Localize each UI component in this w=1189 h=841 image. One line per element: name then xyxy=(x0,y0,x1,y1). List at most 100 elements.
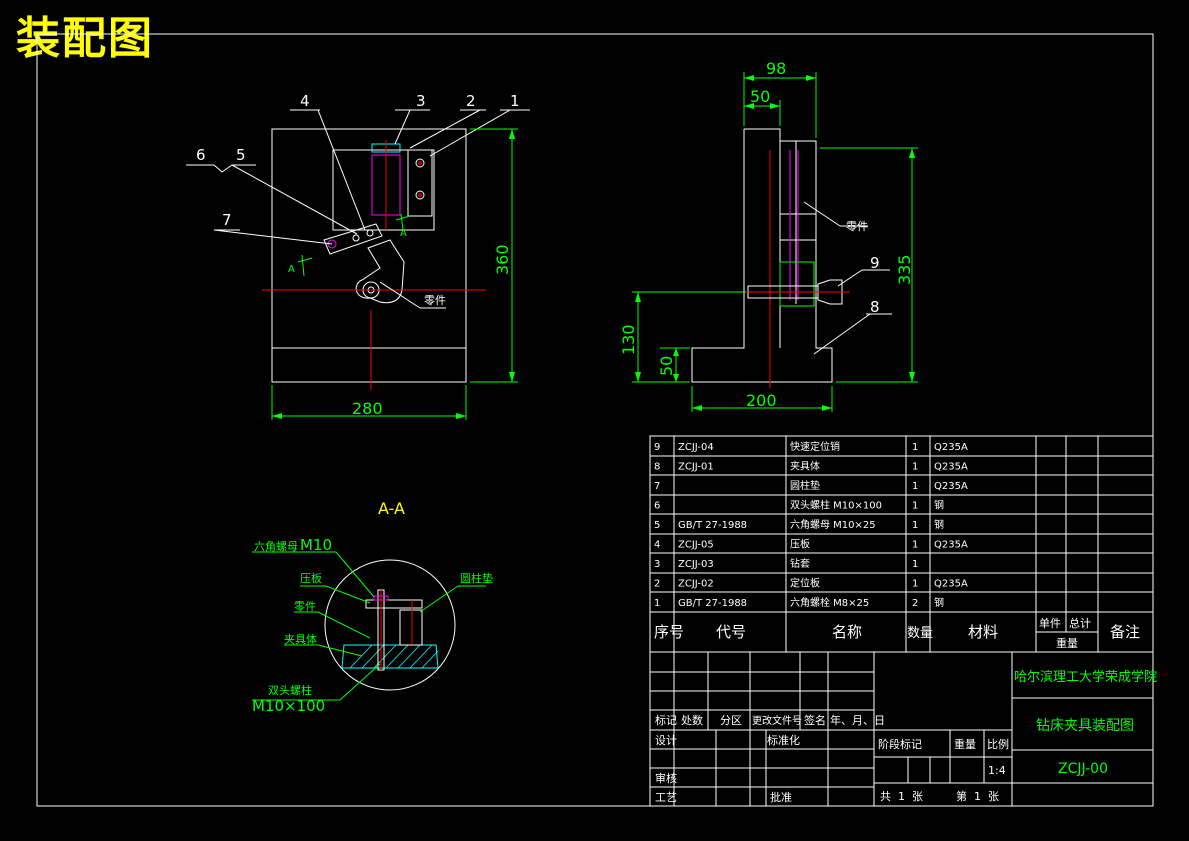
callout-5: 5 xyxy=(236,146,246,164)
bom-cell-qty: 1 xyxy=(912,520,918,531)
pressure-plate-section xyxy=(365,599,423,609)
label-m10: M10 xyxy=(300,536,332,554)
bom-cell-name: 定位板 xyxy=(790,577,820,590)
bom-cell-name: 六角螺母 M10×25 xyxy=(790,519,876,531)
bom-header-code: 代号 xyxy=(716,623,746,641)
tb-drawing-no: ZCJJ-00 xyxy=(1058,761,1108,777)
tb-process: 工艺 xyxy=(655,791,677,804)
dim-130: 130 xyxy=(619,324,638,355)
bom-cell-name: 六角螺栓 M8×25 xyxy=(790,596,869,609)
label-part-front: 零件 xyxy=(424,294,446,307)
dim-50-top: 50 xyxy=(750,87,770,106)
bom-cell-no: 8 xyxy=(654,462,660,473)
callout-3: 3 xyxy=(416,92,426,110)
front-view xyxy=(186,109,530,420)
label-pressure-plate: 压板 xyxy=(300,571,322,585)
bom-cell-qty: 1 xyxy=(912,540,918,551)
bom-cell-name: 钻套 xyxy=(790,557,810,570)
tb-mass: 重量 xyxy=(954,737,976,751)
dim-335: 335 xyxy=(895,254,914,285)
callout-2: 2 xyxy=(466,92,476,110)
bom-cell-name: 双头螺柱 M10×100 xyxy=(790,499,882,512)
pressure-plate-front xyxy=(323,223,383,255)
title-block xyxy=(649,651,1154,807)
tb-standard: 标准化 xyxy=(767,733,800,747)
bom-cell-name: 压板 xyxy=(790,538,810,551)
page-title: 装配图 xyxy=(16,13,154,64)
tb-approve: 批准 xyxy=(770,790,792,804)
bom-cell-qty: 2 xyxy=(912,598,918,609)
side-view xyxy=(632,72,918,412)
tb-sign: 签名 xyxy=(804,713,826,727)
fixture-body-side xyxy=(691,128,833,383)
bom-cell-code: ZCJJ-01 xyxy=(678,462,714,473)
bom-cell-mat: Q235A xyxy=(934,462,968,473)
callout-7: 7 xyxy=(222,211,232,229)
bom-cell-no: 3 xyxy=(654,559,660,570)
section-circle xyxy=(324,559,456,691)
bom-header-qty: 数量 xyxy=(907,626,933,641)
bom-cell-no: 9 xyxy=(654,442,660,453)
tb-sheet-no: 第 1 张 xyxy=(956,789,999,803)
section-a-a xyxy=(252,551,486,701)
bom-cell-qty: 1 xyxy=(912,462,918,473)
bom-cell-no: 4 xyxy=(654,540,660,551)
callout-8: 8 xyxy=(870,298,880,316)
tb-mark: 标记 xyxy=(655,713,677,727)
stud-section xyxy=(779,261,815,307)
bom-cell-code: ZCJJ-04 xyxy=(678,442,714,453)
label-fixture: 夹具体 xyxy=(284,632,317,646)
bom-header-remark: 备注 xyxy=(1110,623,1140,641)
dim-280: 280 xyxy=(352,399,383,418)
callout-1: 1 xyxy=(510,92,520,110)
bom-table xyxy=(649,435,1154,653)
bom-cell-name: 圆柱垫 xyxy=(790,479,820,492)
callout-9: 9 xyxy=(870,254,880,272)
bom-header-total: 总计 xyxy=(1069,616,1091,630)
label-hex-nut: 六角螺母 xyxy=(254,540,298,553)
tb-sheets: 共 1 张 xyxy=(880,790,923,803)
bom-header-unit: 单件 xyxy=(1039,617,1061,630)
callout-4: 4 xyxy=(300,92,310,110)
bom-cell-no: 6 xyxy=(654,501,660,512)
tb-change-doc: 更改文件号 xyxy=(752,714,802,727)
tb-school: 哈尔滨理工大学荣成学院 xyxy=(1014,669,1157,685)
bom-cell-no: 2 xyxy=(654,579,660,590)
dim-360: 360 xyxy=(493,244,512,275)
bom-header-no: 序号 xyxy=(654,623,684,641)
bom-header-mat: 材料 xyxy=(968,623,998,641)
callout-6: 6 xyxy=(196,146,206,164)
bom-cell-mat: Q235A xyxy=(934,481,968,492)
tb-scale: 比例 xyxy=(987,737,1009,751)
bom-header-weight: 重量 xyxy=(1056,636,1078,650)
dim-50-side: 50 xyxy=(657,356,676,376)
bom-cell-no: 5 xyxy=(654,520,660,531)
section-mark-a1: A xyxy=(288,264,295,275)
bom-cell-code: ZCJJ-03 xyxy=(678,559,714,570)
bom-cell-qty: 1 xyxy=(912,579,918,590)
bom-cell-mat: 钢 xyxy=(934,518,944,531)
bom-cell-qty: 1 xyxy=(912,559,918,570)
tb-design: 设计 xyxy=(655,734,677,747)
tb-check: 审核 xyxy=(655,771,677,785)
label-stud: 双头螺柱 xyxy=(268,683,312,697)
label-m10x100: M10×100 xyxy=(252,697,325,715)
bom-cell-qty: 1 xyxy=(912,481,918,492)
bom-cell-mat: Q235A xyxy=(934,442,968,453)
bom-cell-code: GB/T 27-1988 xyxy=(678,598,747,609)
dim-98: 98 xyxy=(766,59,786,78)
bom-cell-no: 1 xyxy=(654,598,660,609)
section-title: A-A xyxy=(378,499,405,518)
tb-stage-mark: 阶段标记 xyxy=(878,737,922,751)
bom-cell-qty: 1 xyxy=(912,501,918,512)
bom-cell-mat: 钢 xyxy=(934,596,944,609)
bom-header-name: 名称 xyxy=(832,623,862,641)
label-part-side: 零件 xyxy=(846,220,868,233)
bom-cell-mat: Q235A xyxy=(934,540,968,551)
tb-date: 年、月、日 xyxy=(830,713,885,727)
drawing-border xyxy=(36,33,1154,807)
locating-plate-frame xyxy=(332,149,435,231)
tb-drawing-name: 钻床夹具装配图 xyxy=(1036,718,1134,734)
